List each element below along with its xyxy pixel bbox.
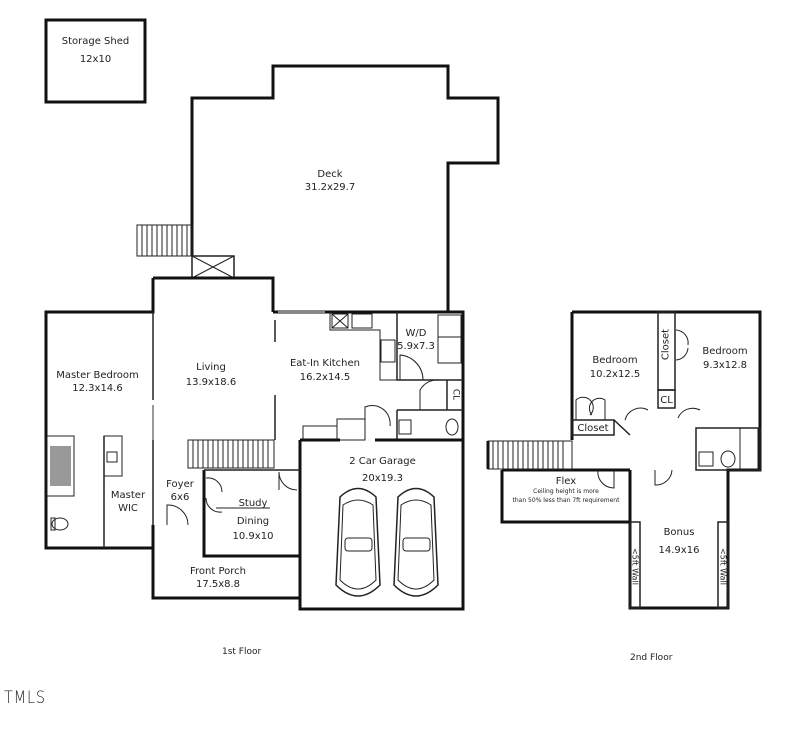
room-alt-name: Dining <box>236 516 270 527</box>
storage-shed-outline <box>44 18 147 104</box>
wall-right-label: <5ft Wall <box>718 548 728 585</box>
master-wic-label: Master WIC <box>104 489 152 515</box>
room-name: Foyer <box>166 479 194 490</box>
kitchen-label: Eat-In Kitchen 16.2x14.5 <box>285 357 365 384</box>
front-porch-outline <box>151 525 300 600</box>
first-floor-label: 1st Floor <box>222 647 262 657</box>
room-name: Flex <box>555 476 577 487</box>
closet-horizontal-label: Closet <box>577 423 609 434</box>
car-right-icon <box>393 487 439 597</box>
room-name: Master <box>110 490 146 501</box>
car-left-icon <box>335 487 381 597</box>
room-name: Bedroom <box>592 355 638 366</box>
laundry-label: W/D 5.9x7.3 <box>396 327 436 353</box>
room-name: Bonus <box>663 527 695 538</box>
room-size: 20x19.3 <box>362 473 403 484</box>
deck-outline <box>190 64 500 312</box>
second-floor-label: 2nd Floor <box>630 653 673 663</box>
room-name-line2: WIC <box>118 503 138 514</box>
storage-shed-label: Storage Shed 12x10 <box>46 35 145 66</box>
room-name: 2 Car Garage <box>349 456 416 467</box>
master-toilet <box>50 517 69 531</box>
room-size: 9.3x12.8 <box>702 360 748 371</box>
deck-post-box <box>191 255 235 279</box>
wall-left-label: <5ft Wall <box>630 548 640 585</box>
room-size: 12x10 <box>79 54 112 65</box>
room-size: 16.2x14.5 <box>299 372 351 383</box>
garage-label: 2 Car Garage 20x19.3 <box>340 455 425 485</box>
room-name: Study <box>238 498 268 509</box>
flex-note-line2: than 50% less than 7ft requirement <box>512 497 620 504</box>
front-porch-label: Front Porch 17.5x8.8 <box>178 565 258 591</box>
room-name: Master Bedroom <box>56 370 139 381</box>
master-bedroom-outline <box>44 278 155 550</box>
flex-outline <box>500 470 630 524</box>
deck-stairs <box>136 224 193 257</box>
upper-stairs <box>487 440 573 470</box>
room-name: Bedroom <box>702 346 748 357</box>
main-stairs <box>187 439 275 469</box>
room-size: 14.9x16 <box>658 545 700 556</box>
master-tub <box>46 435 75 497</box>
study-dining-label: Study Dining 10.9x10 <box>222 497 284 543</box>
room-size: 17.5x8.8 <box>195 579 241 590</box>
deck-label: Deck 31.2x29.7 <box>290 168 370 194</box>
closet-cl-label: CL <box>450 388 461 401</box>
room-size: 31.2x29.7 <box>304 182 356 193</box>
room-size: 12.3x14.6 <box>72 383 123 394</box>
room-size: 10.2x12.5 <box>589 369 641 380</box>
bedroom-2-label: Bedroom 9.3x12.8 <box>695 345 755 372</box>
room-size: 10.9x10 <box>232 531 274 542</box>
room-size: 13.9x18.6 <box>185 377 237 388</box>
kitchen-top-wall <box>273 310 465 440</box>
room-size: 6x6 <box>170 492 190 503</box>
garage-outline <box>298 438 465 611</box>
room-name: Front Porch <box>190 566 246 577</box>
room-name: Eat-In Kitchen <box>289 358 361 369</box>
room-size: 5.9x7.3 <box>397 341 435 352</box>
room-name: W/D <box>405 328 427 339</box>
room-name: Storage Shed <box>61 36 130 47</box>
bedroom-1-label: Bedroom 10.2x12.5 <box>585 354 645 381</box>
living-top-wall <box>153 276 275 312</box>
tmls-logo: TMLS <box>4 688 46 708</box>
closet-vertical-label: Closet <box>660 328 672 361</box>
room-name: Deck <box>317 169 343 180</box>
flex-label: Flex Ceiling height is more than 50% les… <box>502 475 630 505</box>
room-name: Living <box>196 362 226 373</box>
master-bedroom-label: Master Bedroom 12.3x14.6 <box>50 369 145 395</box>
closet-cl-2-label: CL <box>660 395 673 406</box>
living-label: Living 13.9x18.6 <box>176 361 246 389</box>
bonus-label: Bonus 14.9x16 <box>640 526 718 557</box>
flex-note-line1: Ceiling height is more <box>533 488 599 495</box>
master-sink <box>103 435 123 477</box>
foyer-label: Foyer 6x6 <box>158 478 202 504</box>
